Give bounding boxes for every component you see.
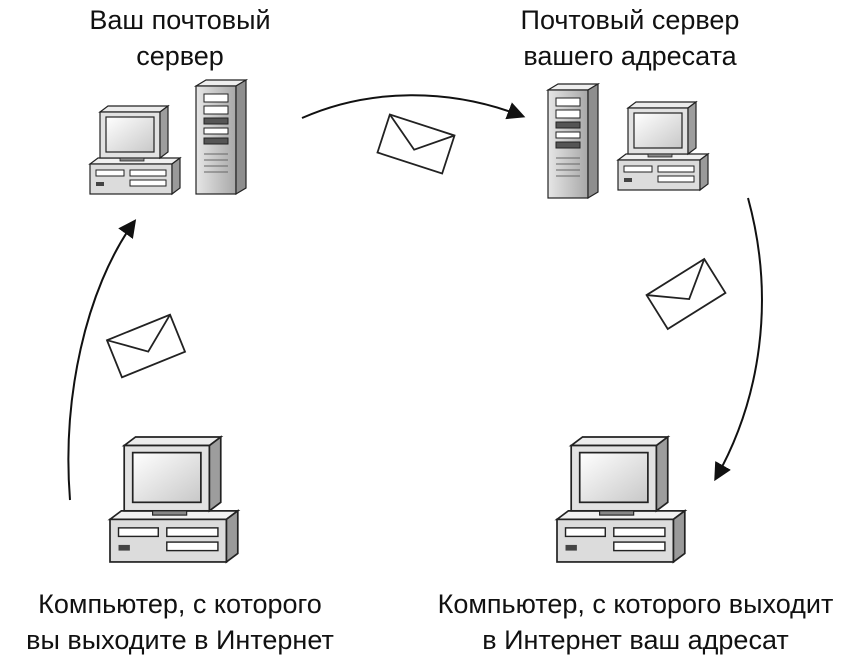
your-computer-label-line-1: Компьютер, с которого <box>38 589 322 619</box>
your-computer-label-line-2: вы выходите в Интернет <box>26 625 334 655</box>
recipient-computer-label-line-1: Компьютер, с которого выходит <box>437 589 834 619</box>
recipient-server-node <box>547 83 709 199</box>
envelope-icon <box>106 313 186 379</box>
recipient-server-label: Почтовый сервер вашего адресата <box>470 2 790 74</box>
your-computer-node <box>109 436 239 563</box>
arrow-your-computer-to-your-server <box>67 219 137 501</box>
desktop-computer-icon <box>109 436 239 563</box>
your-computer-label: Компьютер, с которого вы выходите в Инте… <box>0 586 360 658</box>
your-server-label-line-2: сервер <box>136 41 224 71</box>
your-server-node <box>89 79 247 195</box>
recipient-computer-node <box>556 436 686 563</box>
your-server-label: Ваш почтовый сервер <box>40 2 320 74</box>
recipient-computer-label: Компьютер, с которого выходит в Интернет… <box>405 586 866 658</box>
desktop-computer-icon <box>89 105 181 195</box>
tower-server-icon <box>195 79 247 195</box>
envelope-icon <box>645 258 727 330</box>
your-server-label-line-1: Ваш почтовый <box>89 5 271 35</box>
recipient-server-label-line-1: Почтовый сервер <box>520 5 740 35</box>
tower-server-icon <box>547 83 599 199</box>
arrow-recipient-server-to-recipient-computer <box>714 197 763 482</box>
desktop-computer-icon <box>556 436 686 563</box>
recipient-computer-label-line-2: в Интернет ваш адресат <box>482 625 789 655</box>
desktop-computer-icon <box>617 101 709 191</box>
arrow-your-server-to-recipient-server <box>301 94 526 120</box>
envelope-icon <box>376 113 456 175</box>
recipient-server-label-line-2: вашего адресата <box>523 41 737 71</box>
